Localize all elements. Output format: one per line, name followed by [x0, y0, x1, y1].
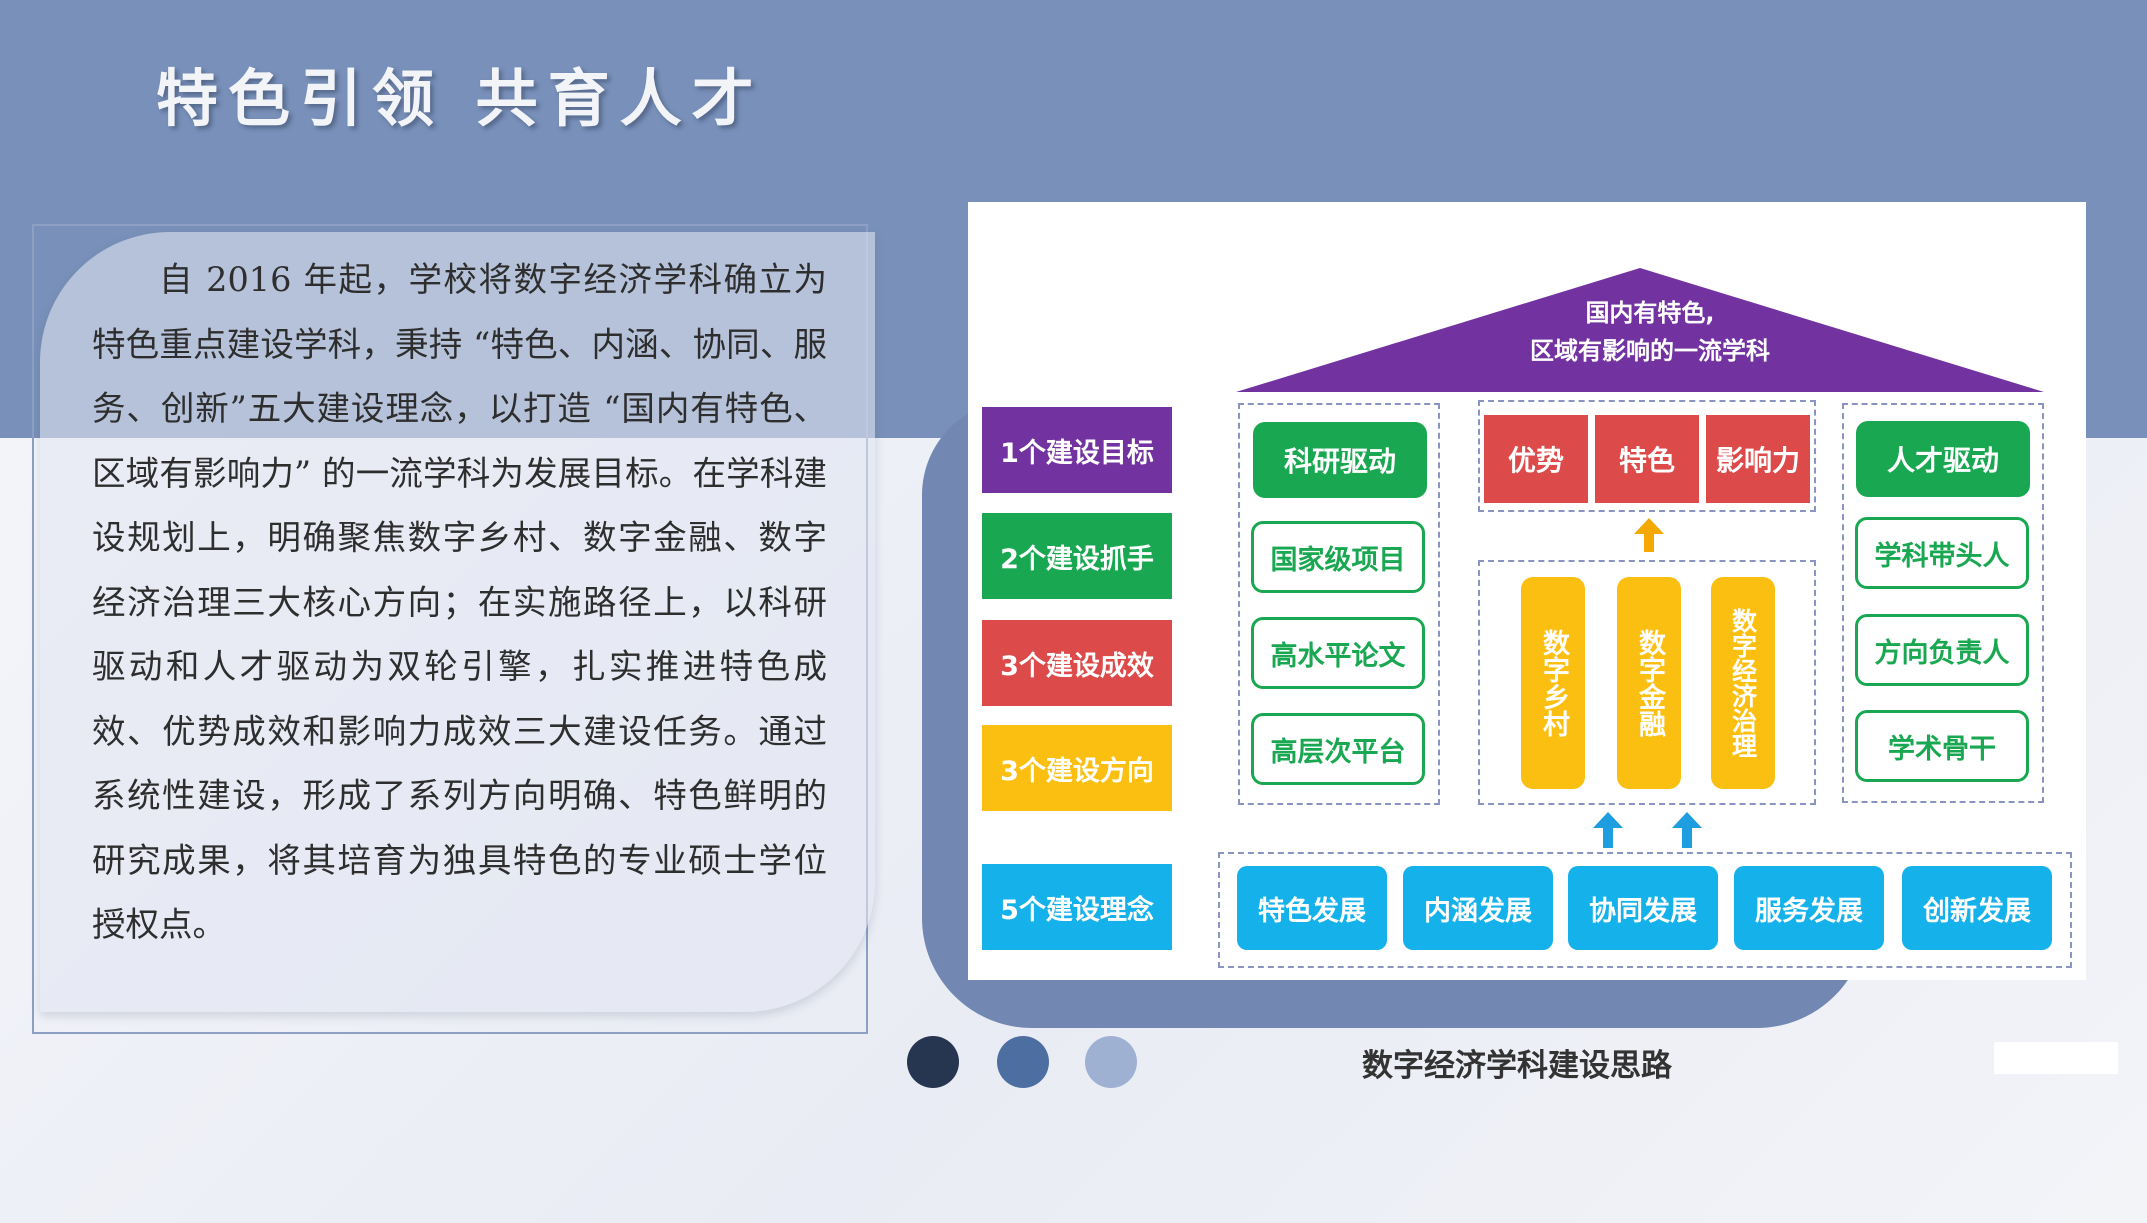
effects-frame: [1478, 400, 1816, 512]
decor-dot-dark: [907, 1036, 959, 1088]
pillar-rural: 数字乡村: [1521, 577, 1585, 789]
pillars-frame: [1478, 560, 1816, 805]
left-item-2: 高水平论文: [1251, 617, 1425, 689]
effect-advantage: 优势: [1484, 415, 1588, 503]
concept-service: 服务发展: [1734, 866, 1884, 950]
label-directions: 3个建设方向: [982, 725, 1172, 811]
right-item-2: 方向负责人: [1855, 614, 2029, 686]
left-column-head: 科研驱动: [1253, 422, 1427, 498]
left-item-1: 国家级项目: [1251, 521, 1425, 593]
concepts-frame: [1218, 852, 2072, 968]
roof-line-1: 国内有特色,: [1585, 299, 1715, 327]
arrow-up-blue-right-icon: [1672, 812, 1702, 848]
label-drivers: 2个建设抓手: [982, 513, 1172, 599]
right-item-1: 学科带头人: [1855, 517, 2029, 589]
page-title: 特色引领 共育人才: [156, 62, 764, 135]
pillar-finance: 数字金融: [1617, 577, 1681, 789]
roof-line-2: 区域有影响的一流学科: [1530, 337, 1770, 365]
arrow-up-blue-left-icon: [1593, 812, 1623, 848]
left-column-frame: [1238, 403, 1440, 805]
label-effects: 3个建设成效: [982, 620, 1172, 706]
intro-paragraph: 自 2016 年起，学校将数字经济学科确立为特色重点建设学科，秉持 “特色、内涵…: [92, 260, 827, 944]
decor-bar: [1994, 1042, 2118, 1074]
pillar-governance: 数字经济治理: [1711, 577, 1775, 789]
decor-dot-light: [1085, 1036, 1137, 1088]
pillar-rural-text: 数字乡村: [1538, 629, 1569, 737]
concept-feature: 特色发展: [1237, 866, 1387, 950]
pillar-governance-text: 数字经济治理: [1728, 608, 1758, 758]
pillar-finance-text: 数字金融: [1634, 629, 1665, 737]
effect-influence: 影响力: [1706, 415, 1810, 503]
text-panel: [40, 232, 875, 1012]
diagram-caption: 数字经济学科建设思路: [1362, 1048, 1672, 1084]
decor-dot-medium: [997, 1036, 1049, 1088]
roof-shape: [1236, 268, 2044, 392]
roof-triangle: [1236, 268, 2044, 392]
concept-innovation: 创新发展: [1902, 866, 2052, 950]
concept-connotation: 内涵发展: [1403, 866, 1553, 950]
right-column-frame: [1842, 403, 2044, 803]
label-goal: 1个建设目标: [982, 407, 1172, 493]
roof-goal: 国内有特色, 区域有影响的一流学科: [1450, 294, 1850, 370]
effect-feature: 特色: [1595, 415, 1699, 503]
right-item-3: 学术骨干: [1855, 710, 2029, 782]
label-concepts: 5个建设理念: [982, 864, 1172, 950]
concept-collaboration: 协同发展: [1568, 866, 1718, 950]
left-item-3: 高层次平台: [1251, 713, 1425, 785]
arrow-up-orange-icon: [1634, 518, 1664, 552]
right-column-head: 人才驱动: [1856, 421, 2030, 497]
